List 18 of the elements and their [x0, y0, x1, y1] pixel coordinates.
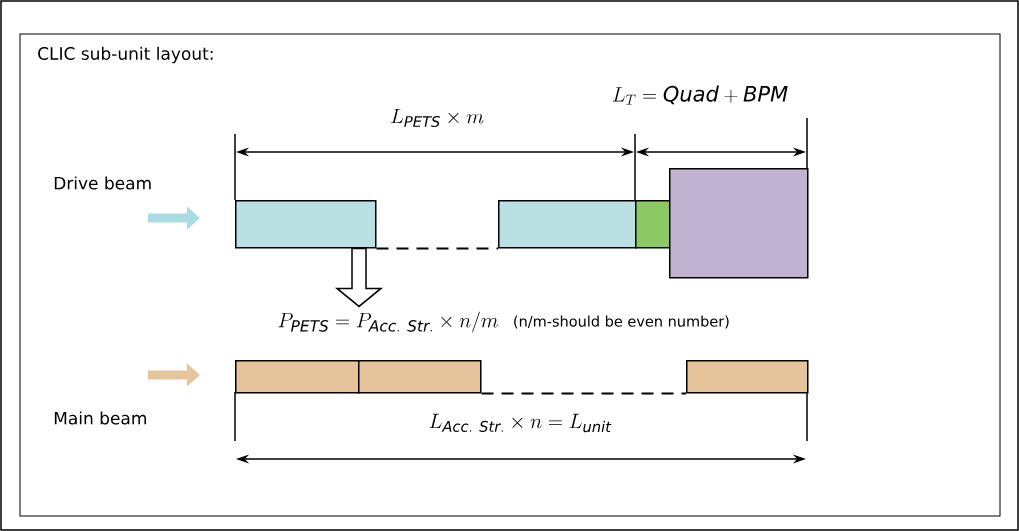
dimension-label: $L_{\mathit{PETS}} \times m$ — [391, 108, 484, 128]
component-box — [235, 200, 377, 249]
dashed-line — [480, 392, 687, 395]
dimension-label: $L_{\mathit{Acc.\ Str.}} \times n = L_{\mathit{unit}}$ — [429, 413, 612, 433]
component-box — [358, 360, 482, 394]
component-box — [635, 200, 671, 249]
note-text: (n/m-should be even number) — [514, 315, 729, 329]
beam-label: Main beam — [54, 411, 146, 425]
component-box — [498, 200, 637, 249]
dimension-label: $L_{T}=\mathit{Quad}+\mathit{BPM}$ — [612, 85, 788, 105]
title: CLIC sub-unit layout: — [38, 46, 213, 64]
formula-text: $P_{\mathit{PETS}} = P_{\mathit{Acc.\ Str.}} \times n/m$ — [278, 311, 498, 333]
hollow-arrow — [334, 247, 384, 308]
component-box — [235, 360, 360, 394]
component-box — [669, 168, 809, 279]
beam-label: Drive beam — [54, 176, 151, 190]
component-box — [686, 360, 809, 394]
dashed-line — [375, 247, 499, 250]
